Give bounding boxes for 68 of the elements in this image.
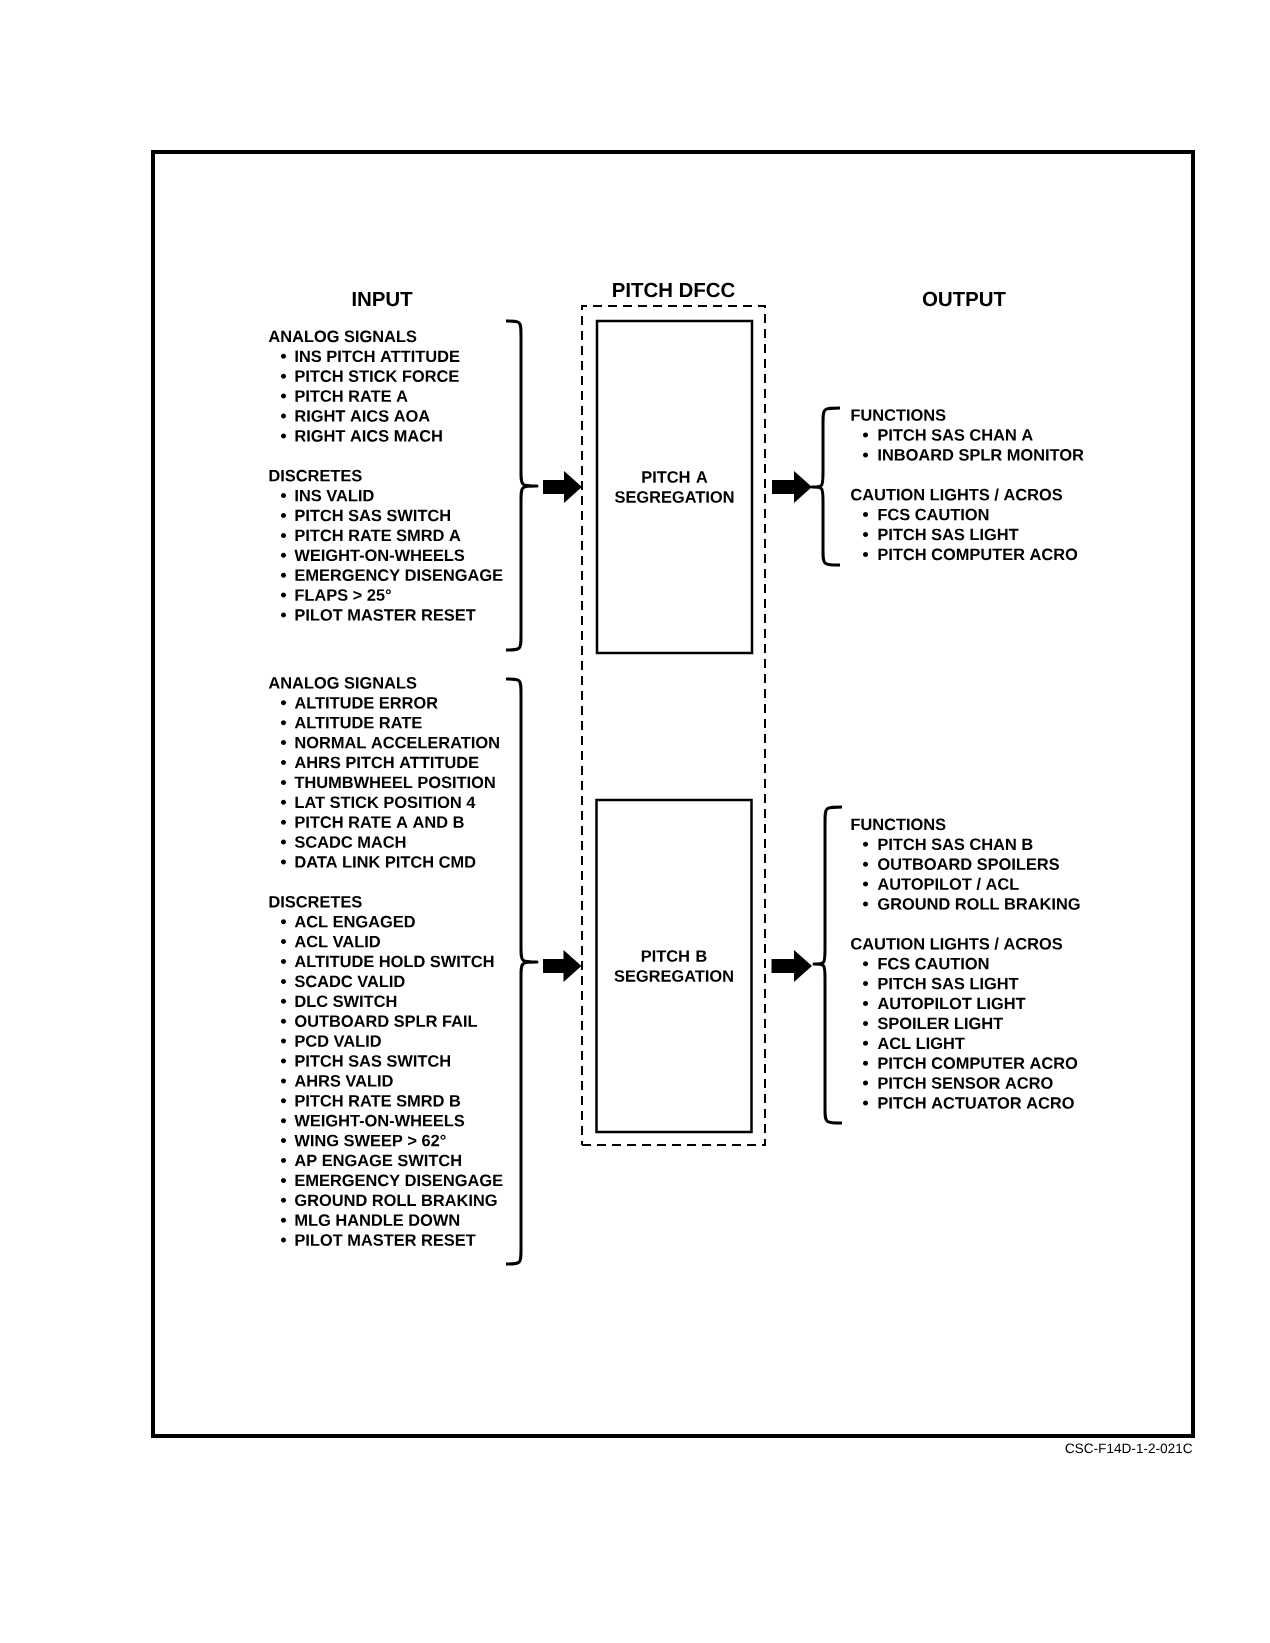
list-item: ALTITUDE HOLD SWITCH — [294, 955, 494, 968]
list-item: ACL ENGAGED — [294, 915, 415, 928]
list-item: AP ENGAGE SWITCH — [294, 1154, 461, 1167]
list-item: PITCH SAS LIGHT — [878, 977, 1019, 990]
process-box: PITCH A SEGREGATION — [595, 319, 754, 655]
list-heading: DISCRETES — [269, 895, 362, 908]
list-item: OUTBOARD SPLR FAIL — [295, 1015, 478, 1027]
list-item: PITCH SAS CHAN B — [878, 838, 1033, 851]
column-heading: OUTPUT — [922, 291, 1006, 307]
list-item: LAT STICK POSITION 4 — [295, 796, 476, 809]
list-item: DATA LINK PITCH CMD — [295, 856, 476, 868]
list-item: SCADC MACH — [294, 836, 406, 848]
list-heading: ANALOG SIGNALS — [268, 677, 417, 689]
list-item: PILOT MASTER RESET — [295, 1234, 476, 1246]
list-item: GROUND ROLL BRAKING — [295, 1194, 497, 1207]
list-item: RIGHT AICS MACH — [295, 430, 442, 442]
list-item: EMERGENCY DISENGAGE — [295, 1174, 503, 1187]
list-item: DLC SWITCH — [295, 995, 397, 1008]
list-item: PITCH STICK FORCE — [295, 370, 459, 382]
list-item: AUTOPILOT LIGHT — [877, 997, 1026, 1010]
list-item: GROUND ROLL BRAKING — [878, 898, 1080, 910]
list-item: AUTOPILOT / ACL — [877, 877, 1019, 891]
list-item: THUMBWHEEL POSITION — [294, 776, 495, 789]
list-item: PITCH SAS LIGHT — [878, 528, 1019, 541]
list-heading: CAUTION LIGHTS / ACROS — [851, 488, 1063, 501]
list-item: SCADC VALID — [294, 975, 405, 988]
list-item: INBOARD SPLR MONITOR — [878, 449, 1084, 461]
list-item: WING SWEEP > 62° — [294, 1134, 446, 1147]
list-heading: FUNCTIONS — [851, 409, 946, 421]
list-item: AHRS PITCH ATTITUDE — [294, 756, 479, 769]
list-item: PCD VALID — [295, 1035, 381, 1047]
list-item: ACL LIGHT — [877, 1037, 965, 1050]
list-item: SPOILER LIGHT — [877, 1017, 1003, 1030]
list-item: INS PITCH ATTITUDE — [295, 350, 460, 363]
list-item: FCS CAUTION — [878, 508, 989, 521]
list-item: PITCH RATE A — [295, 390, 408, 402]
list-item: EMERGENCY DISENGAGE — [295, 569, 503, 581]
list-item: ALTITUDE RATE — [294, 717, 422, 729]
list-heading: FUNCTIONS — [851, 818, 946, 831]
list-item: PITCH RATE SMRD A — [295, 529, 461, 542]
list-item: FLAPS > 25° — [295, 589, 391, 601]
list-heading: DISCRETES — [269, 469, 362, 482]
list-item: NORMAL ACCELERATION — [295, 736, 499, 749]
list-item: ALTITUDE ERROR — [294, 696, 438, 709]
list-item: RIGHT AICS AOA — [295, 410, 430, 422]
list-item: PILOT MASTER RESET — [295, 609, 476, 621]
list-item: PITCH COMPUTER ACRO — [878, 548, 1078, 561]
list-item: WEIGHT-ON-WHEELS — [294, 1114, 465, 1127]
list-item: PITCH SAS SWITCH — [295, 509, 450, 522]
list-item: PITCH RATE SMRD B — [295, 1094, 461, 1107]
list-heading: ANALOG SIGNALS — [268, 330, 417, 343]
list-item: PITCH ACTUATOR ACRO — [878, 1097, 1074, 1109]
figure-number: CSC-F14D-1-2-021C — [1065, 1443, 1193, 1454]
list-item: PITCH COMPUTER ACRO — [878, 1057, 1078, 1069]
box-heading: PITCH DFCC — [613, 282, 735, 298]
list-item: MLG HANDLE DOWN — [295, 1214, 460, 1226]
list-item: OUTBOARD SPOILERS — [878, 858, 1059, 870]
list-heading: CAUTION LIGHTS / ACROS — [851, 937, 1063, 950]
list-item: WEIGHT-ON-WHEELS — [294, 549, 465, 562]
list-item: FCS CAUTION — [878, 957, 989, 970]
list-item: ACL VALID — [294, 935, 380, 948]
list-item: AHRS VALID — [294, 1075, 393, 1087]
list-item: PITCH SAS CHAN A — [878, 429, 1033, 441]
list-item: PITCH SENSOR ACRO — [878, 1077, 1053, 1089]
list-item: PITCH RATE A AND B — [295, 816, 464, 828]
list-item: PITCH SAS SWITCH — [295, 1055, 450, 1067]
list-item: INS VALID — [295, 489, 374, 502]
process-box: PITCH B SEGREGATION — [595, 798, 753, 1134]
